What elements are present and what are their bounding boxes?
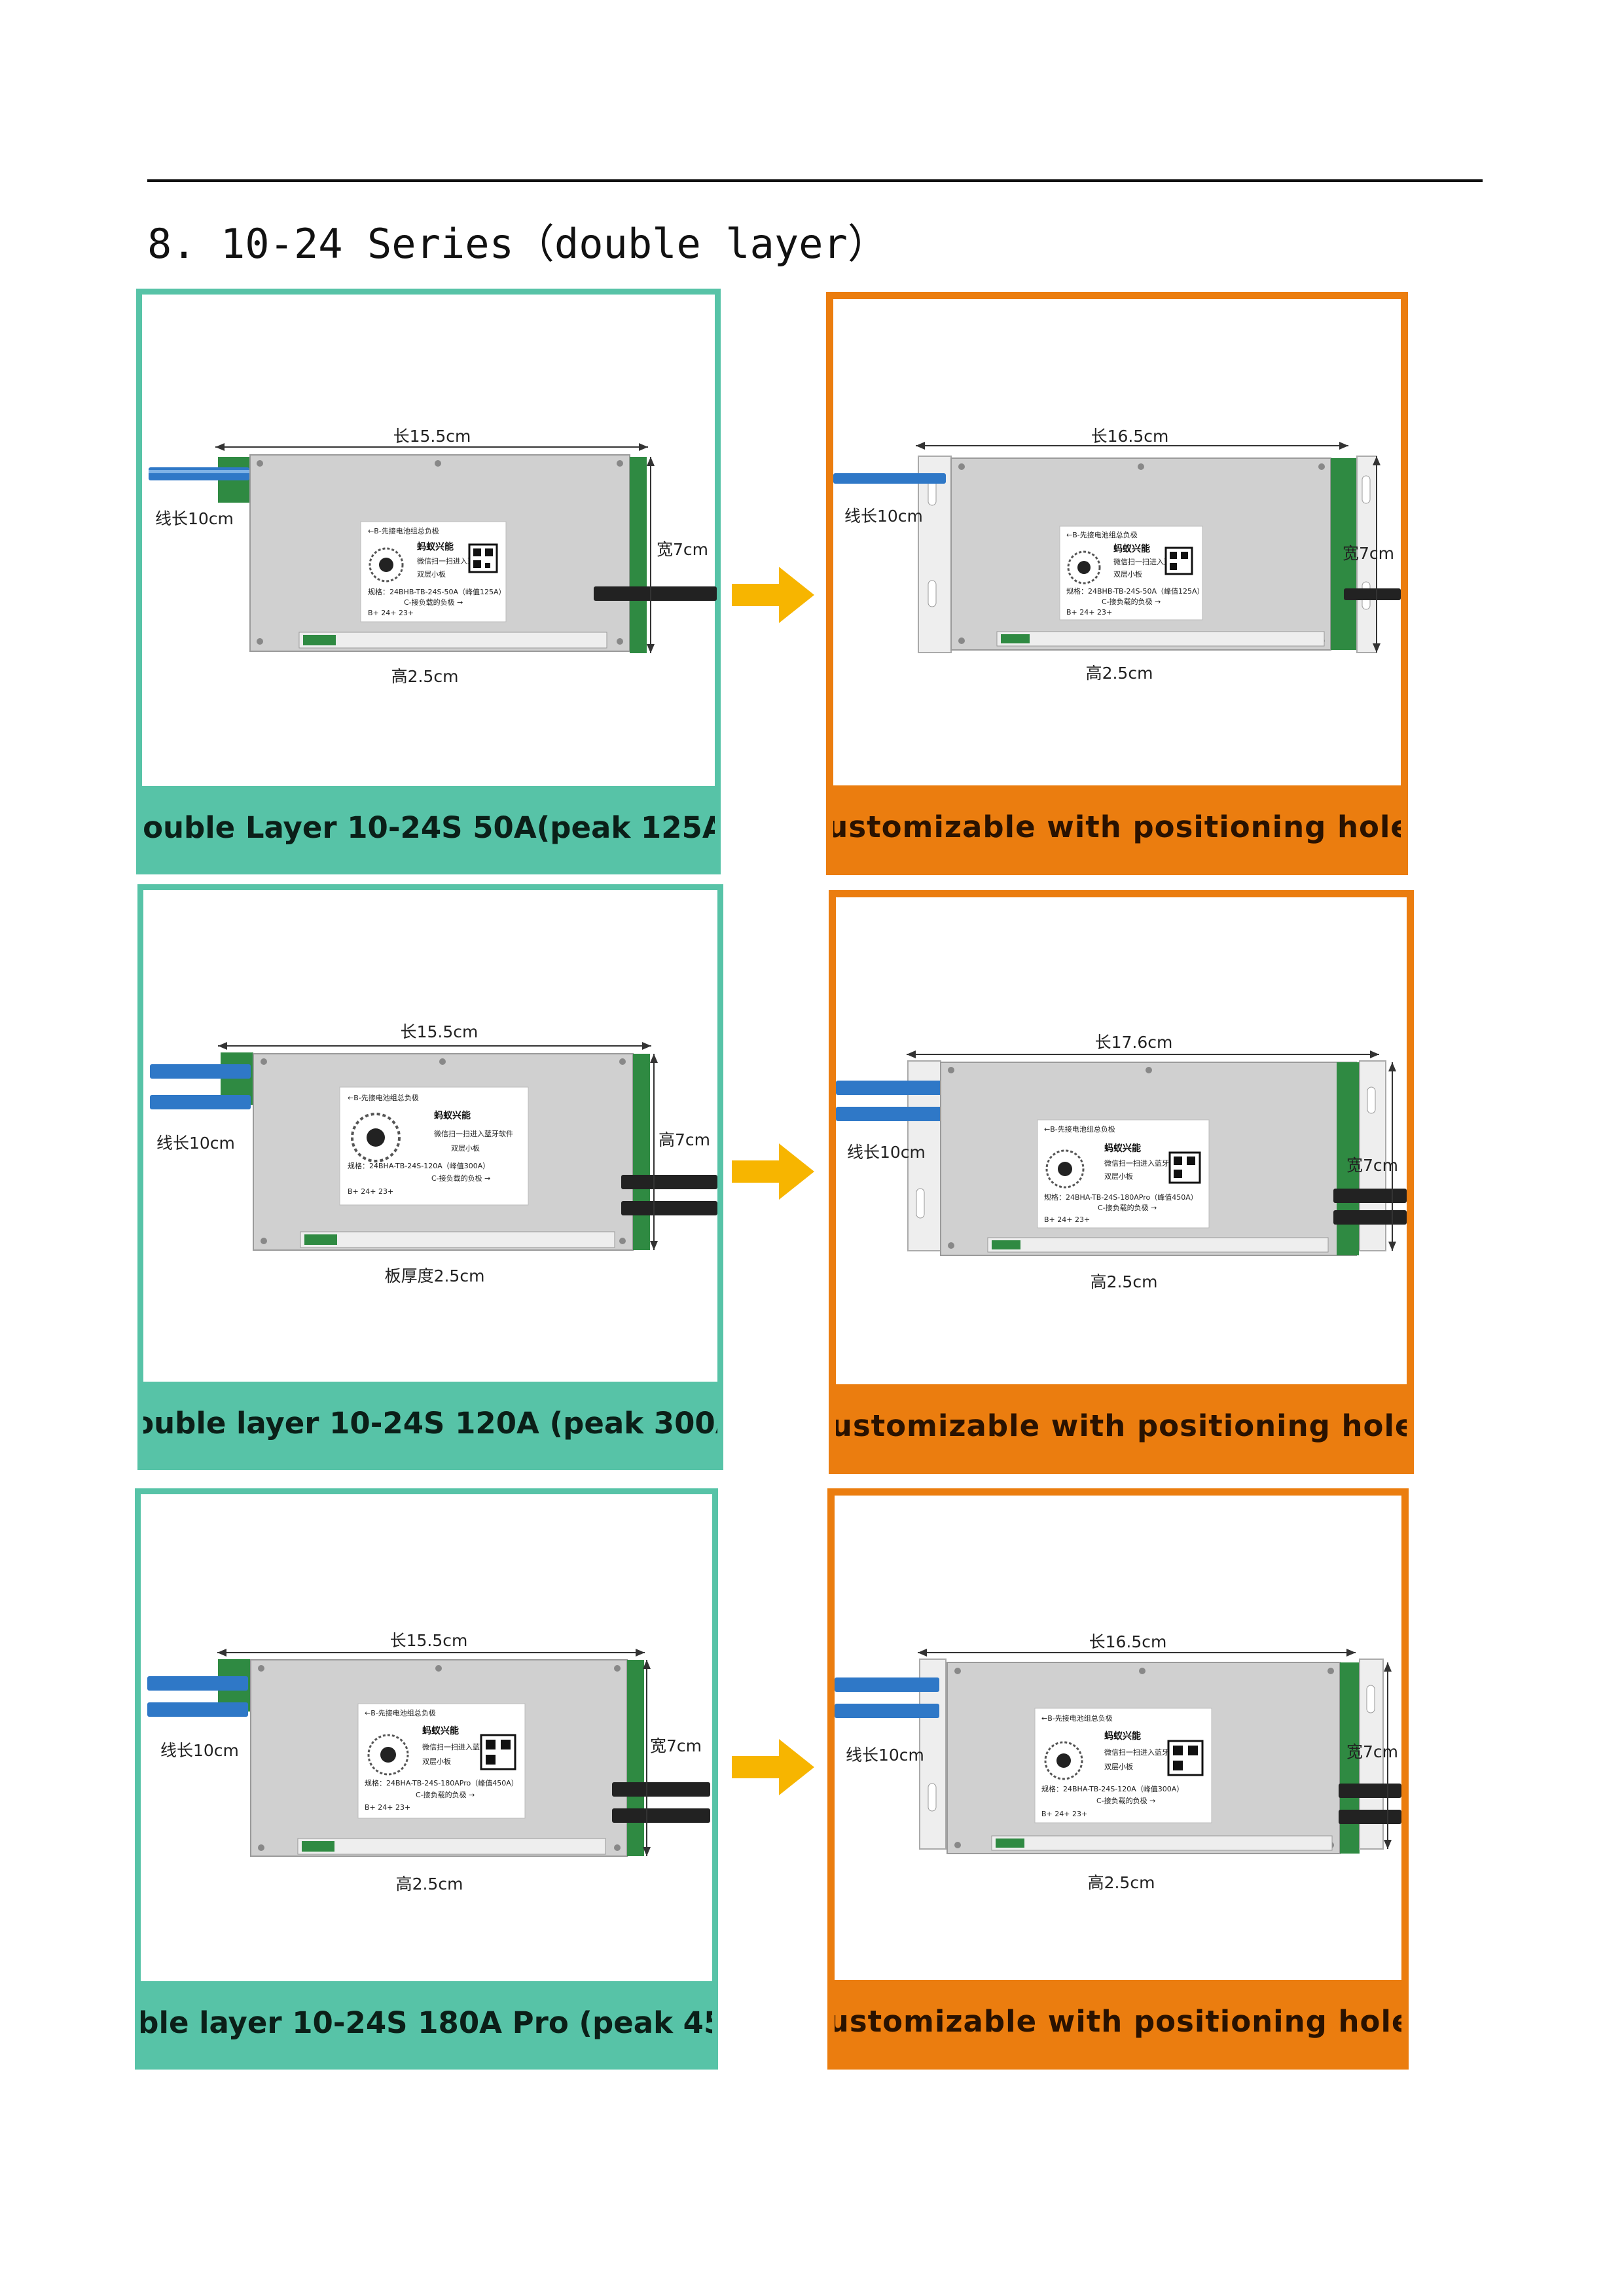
custom-panel-180a: 长16.5cm 线长10cm 宽7cm 高2.5cm ←B-先接电池组总负极 蚂… — [827, 1488, 1409, 2070]
product-photo-120a: 长15.5cm 线长10cm 高7cm 板厚度2.5cm ←B-先接电池组总负极… — [150, 1022, 717, 1285]
section-heading: 8. 10-24 Series（double layer） — [147, 220, 888, 268]
arrow-right-icon — [732, 567, 814, 623]
wire-length-label: 线长10cm — [160, 1741, 239, 1760]
length-label: 长15.5cm — [401, 1022, 478, 1041]
arrow-right-icon — [732, 1143, 814, 1200]
product-photo-50a: 长15.5cm 线长10cm 宽7cm 高2.5cm ←B-先接电池组总负极 蚂… — [149, 427, 717, 686]
product-photo-180a: 长15.5cm 线长10cm 宽7cm 高2.5cm ←B-先接电池组总负极 蚂… — [147, 1631, 710, 1893]
wire-length-label: 线长10cm — [844, 507, 923, 526]
custom-photo-120a: 长17.6cm 线长10cm 宽7cm 高2.5cm ←B-先接电池组总负极 蚂… — [836, 1033, 1407, 1291]
custom-panel-50a: 长16.5cm 线长10cm 宽7cm 高2.5cm ←B-先接电池组总负极 蚂… — [826, 292, 1408, 875]
svg-text:C-接负载的负极 →: C-接负载的负极 → — [404, 598, 463, 607]
caption-120a: Double layer 10-24S 120A (peak 300A) — [143, 1382, 717, 1464]
spec-text: 规格：24BHA-TB-24S-120A（峰值300A） — [348, 1161, 490, 1170]
arrow-right-icon — [732, 1739, 814, 1795]
wire-length-label: 线长10cm — [155, 509, 234, 528]
svg-text:B+ 24+ 23+: B+ 24+ 23+ — [1066, 608, 1112, 617]
width-label: 宽7cm — [1343, 544, 1394, 563]
svg-text:B+ 24+ 23+: B+ 24+ 23+ — [348, 1187, 393, 1196]
svg-text:双层小板: 双层小板 — [417, 569, 446, 579]
caption-custom-180a: Customizable with positioning holes — [835, 1980, 1401, 2062]
wire-length-label: 线长10cm — [847, 1143, 926, 1162]
spec-text: 规格：24BHB-TB-24S-50A（峰值125A） — [368, 587, 506, 596]
caption-180a: Double layer 10-24S 180A Pro (peak 450A) — [141, 1981, 712, 2064]
product-panel-50a: 长15.5cm 线长10cm 宽7cm 高2.5cm ←B-先接电池组总负极 蚂… — [136, 289, 721, 874]
svg-text:微信扫一扫进入蓝牙软件: 微信扫一扫进入蓝牙软件 — [434, 1129, 513, 1138]
svg-text:双层小板: 双层小板 — [451, 1143, 480, 1153]
width-label: 宽7cm — [657, 540, 708, 559]
wire-length-label: 线长10cm — [846, 1746, 924, 1765]
svg-text:微信扫一扫进入蓝牙软件: 微信扫一扫进入蓝牙软件 — [1104, 1158, 1183, 1168]
svg-text:双层小板: 双层小板 — [1104, 1172, 1133, 1181]
length-label: 长15.5cm — [390, 1631, 468, 1650]
svg-text:B+ 24+ 23+: B+ 24+ 23+ — [368, 609, 414, 617]
svg-text:C-接负载的负极 →: C-接负载的负极 → — [431, 1174, 490, 1183]
svg-text:蚂蚁兴能: 蚂蚁兴能 — [417, 541, 454, 552]
svg-text:B+ 24+ 23+: B+ 24+ 23+ — [1041, 1810, 1087, 1818]
spec-text: 规格：24BHA-TB-24S-120A（峰值300A） — [1041, 1784, 1183, 1793]
spec-text: 规格：24BHB-TB-24S-50A（峰值125A） — [1066, 586, 1204, 596]
svg-text:←B-先接电池组总负极: ←B-先接电池组总负极 — [1044, 1124, 1115, 1134]
caption-50a: Double Layer 10-24S 50A(peak 125A) — [142, 786, 715, 869]
spec-text: 规格：24BHA-TB-24S-180APro（峰值450A） — [1044, 1193, 1198, 1202]
caption-custom-120a: Customizable with positioning holes — [836, 1384, 1407, 1467]
svg-text:蚂蚁兴能: 蚂蚁兴能 — [1113, 543, 1150, 554]
width-label: 高7cm — [659, 1130, 710, 1149]
svg-text:←B-先接电池组总负极: ←B-先接电池组总负极 — [365, 1708, 436, 1717]
svg-text:←B-先接电池组总负极: ←B-先接电池组总负极 — [1066, 530, 1138, 539]
header-rule — [147, 179, 1483, 182]
svg-text:蚂蚁兴能: 蚂蚁兴能 — [1104, 1731, 1141, 1742]
length-label: 长16.5cm — [1089, 1632, 1167, 1651]
svg-text:C-接负载的负极 →: C-接负载的负极 → — [1102, 597, 1161, 606]
svg-text:微信扫一扫进入蓝牙软件: 微信扫一扫进入蓝牙软件 — [1104, 1748, 1183, 1757]
svg-text:B+ 24+ 23+: B+ 24+ 23+ — [365, 1803, 410, 1812]
svg-text:C-接负载的负极 →: C-接负载的负极 → — [1098, 1203, 1157, 1212]
svg-text:双层小板: 双层小板 — [1104, 1762, 1133, 1771]
height-label: 高2.5cm — [1091, 1272, 1158, 1291]
width-label: 宽7cm — [650, 1736, 702, 1755]
product-panel-180a: 长15.5cm 线长10cm 宽7cm 高2.5cm ←B-先接电池组总负极 蚂… — [135, 1488, 718, 2070]
svg-text:双层小板: 双层小板 — [1113, 569, 1142, 579]
width-label: 宽7cm — [1346, 1156, 1398, 1175]
product-panel-120a: 长15.5cm 线长10cm 高7cm 板厚度2.5cm ←B-先接电池组总负极… — [137, 884, 723, 1470]
svg-text:蚂蚁兴能: 蚂蚁兴能 — [1104, 1143, 1141, 1154]
wire-length-label: 线长10cm — [156, 1134, 235, 1153]
svg-text:C-接负载的负极 →: C-接负载的负极 → — [1096, 1796, 1155, 1805]
custom-panel-120a: 长17.6cm 线长10cm 宽7cm 高2.5cm ←B-先接电池组总负极 蚂… — [829, 890, 1414, 1474]
width-label: 宽7cm — [1346, 1742, 1398, 1761]
svg-text:双层小板: 双层小板 — [422, 1757, 451, 1766]
svg-text:蚂蚁兴能: 蚂蚁兴能 — [434, 1110, 471, 1121]
height-label: 高2.5cm — [391, 667, 459, 686]
svg-text:蚂蚁兴能: 蚂蚁兴能 — [422, 1725, 459, 1736]
svg-text:B+ 24+ 23+: B+ 24+ 23+ — [1044, 1215, 1090, 1224]
custom-photo-180a: 长16.5cm 线长10cm 宽7cm 高2.5cm ←B-先接电池组总负极 蚂… — [835, 1632, 1401, 1892]
height-label: 板厚度2.5cm — [385, 1266, 485, 1285]
length-label: 长17.6cm — [1095, 1033, 1173, 1052]
svg-text:←B-先接电池组总负极: ←B-先接电池组总负极 — [348, 1093, 419, 1102]
height-label: 高2.5cm — [1086, 664, 1153, 683]
svg-text:C-接负载的负极 →: C-接负载的负极 → — [416, 1790, 475, 1799]
length-label: 长16.5cm — [1091, 427, 1169, 446]
caption-custom-50a: Customizable with positioning holes — [833, 785, 1401, 868]
height-label: 高2.5cm — [396, 1874, 463, 1893]
height-label: 高2.5cm — [1088, 1873, 1155, 1892]
spec-text: 规格：24BHA-TB-24S-180APro（峰值450A） — [365, 1778, 518, 1787]
svg-text:←B-先接电池组总负极: ←B-先接电池组总负极 — [1041, 1713, 1113, 1723]
svg-text:←B-先接电池组总负极: ←B-先接电池组总负极 — [368, 526, 439, 535]
length-label: 长15.5cm — [393, 427, 471, 446]
custom-photo-50a: 长16.5cm 线长10cm 宽7cm 高2.5cm ←B-先接电池组总负极 蚂… — [833, 427, 1401, 683]
